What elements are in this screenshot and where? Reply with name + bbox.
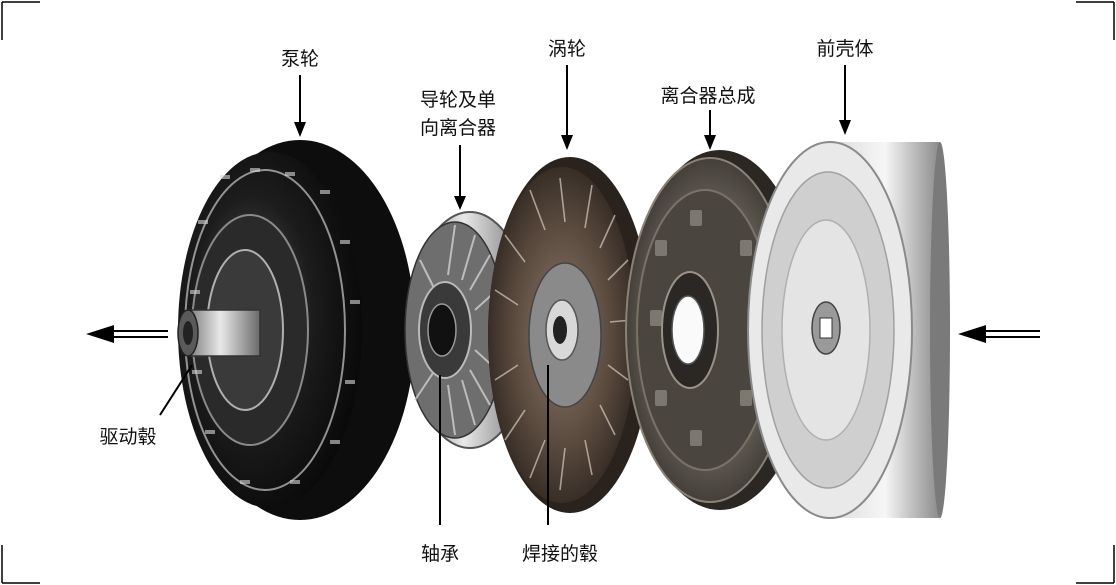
pump-pointer-arrow — [294, 75, 306, 137]
label-bearing: 轴承 — [421, 543, 459, 565]
turbine-pointer-arrow — [561, 65, 573, 150]
label-clutch-assembly: 离合器总成 — [660, 85, 755, 107]
pump-wheel — [178, 140, 415, 520]
front-cover — [747, 141, 950, 519]
label-turbine: 涡轮 — [548, 38, 586, 60]
label-stator-line1: 导轮及单 — [420, 89, 496, 111]
label-stator-line2: 向离合器 — [420, 117, 496, 139]
turbine-wheel — [488, 157, 652, 513]
label-welded-hub: 焊接的毂 — [522, 543, 598, 565]
drive-hub-shaft — [177, 309, 261, 357]
drive-hub-pointer-line — [159, 364, 193, 416]
cover-pointer-arrow — [839, 65, 851, 135]
output-arrow-left — [86, 325, 168, 343]
label-front-cover: 前壳体 — [816, 38, 873, 60]
stator-pointer-arrow — [454, 145, 466, 210]
clutch-pointer-arrow — [704, 110, 716, 150]
label-drive-hub: 驱动毂 — [99, 426, 156, 448]
label-pump: 泵轮 — [281, 48, 319, 70]
input-arrow-right — [958, 325, 1040, 343]
